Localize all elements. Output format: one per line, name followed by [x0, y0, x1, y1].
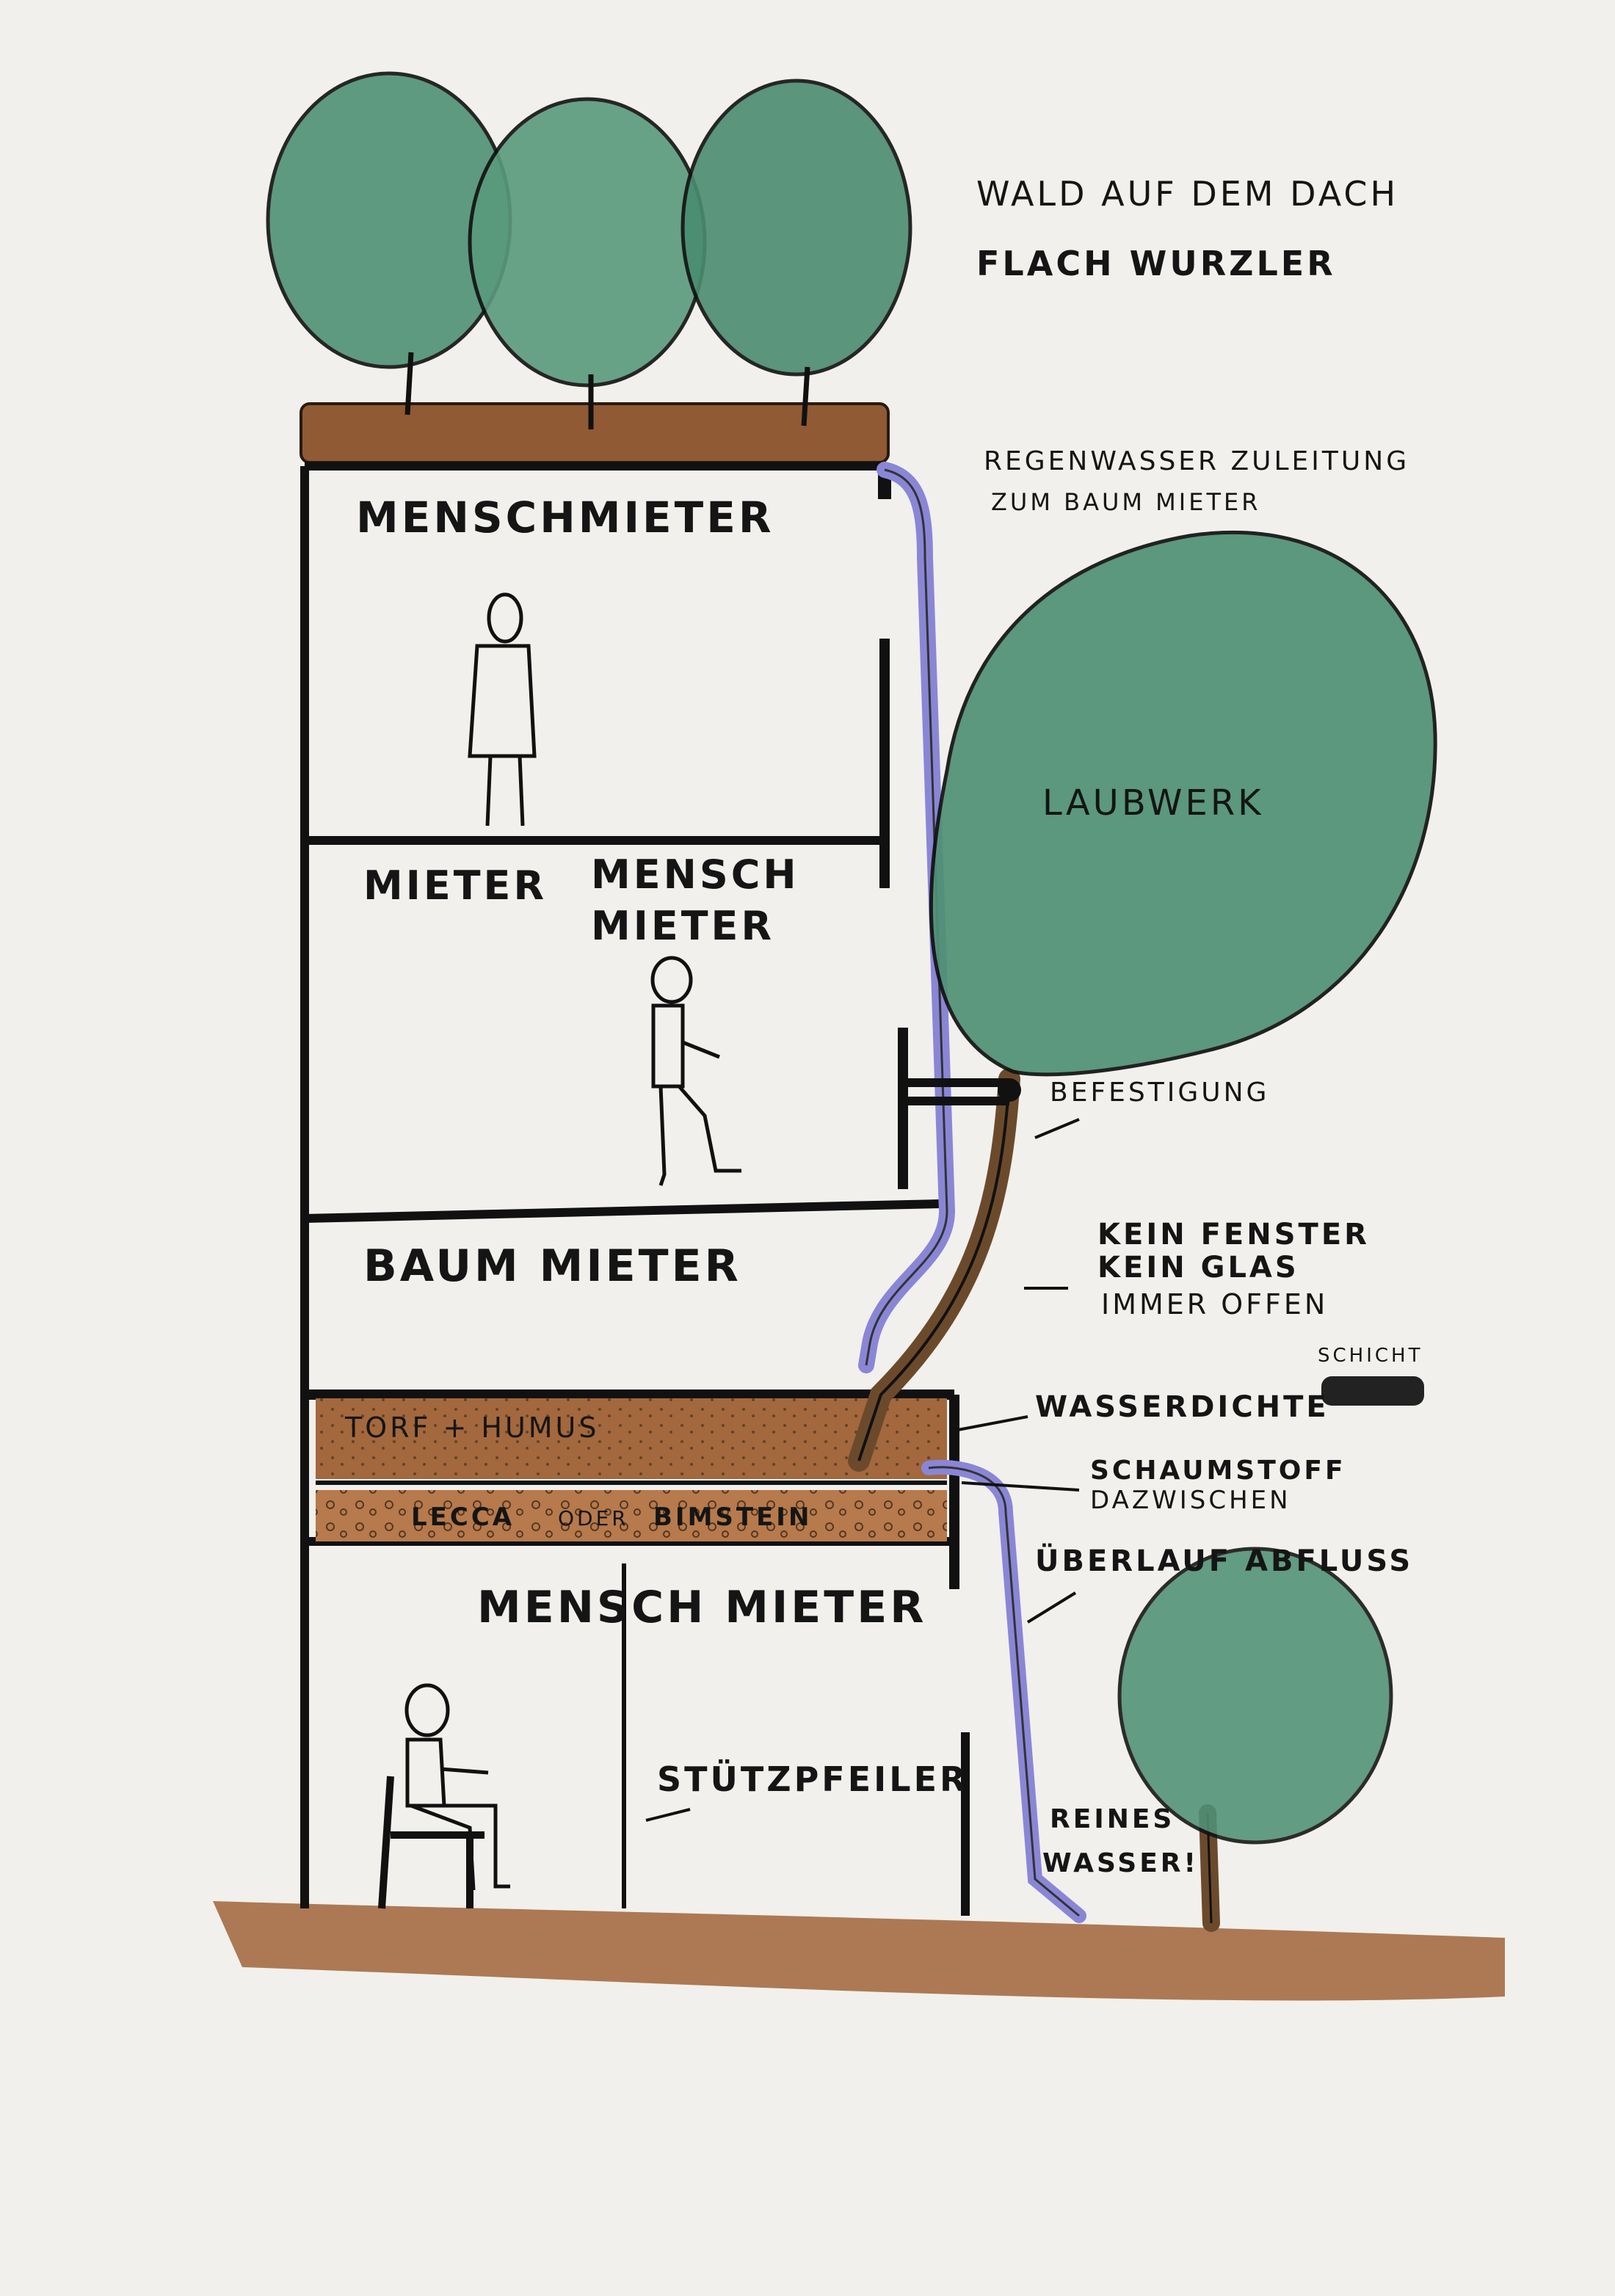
person-seated: [404, 1683, 510, 1891]
label-second-right-2: MIETER: [591, 903, 774, 949]
label-third-room: BAUM MIETER: [363, 1240, 741, 1292]
overflow-label: ÜBERLAUF ABFLUSS: [1035, 1543, 1413, 1578]
title-line2: FLACH WURZLER: [976, 244, 1336, 283]
building: [300, 462, 970, 1916]
side-tree: [848, 531, 1437, 1472]
foam-label-2: DAZWISCHEN: [1090, 1486, 1291, 1515]
clean-label-2: WASSER!: [1042, 1848, 1199, 1878]
title-line1: WALD AUF DEM DACH: [976, 174, 1398, 214]
layer-swatch: [1321, 1376, 1424, 1406]
pillar-label: STÜTZPFEILER: [657, 1759, 968, 1799]
ground: [213, 1901, 1505, 2001]
arrow-overflow: [1026, 1591, 1077, 1624]
soil-label: TORF + HUMUS: [344, 1412, 600, 1444]
chair: [378, 1776, 484, 1909]
foam-label-1: SCHAUMSTOFF: [1090, 1456, 1346, 1486]
roof-tree-middle: [468, 97, 707, 429]
arrow-foam: [961, 1481, 1080, 1492]
layer-word: SCHICHT: [1318, 1345, 1423, 1367]
label-second-left: MIETER: [363, 862, 547, 909]
roof-tree-right: [681, 79, 912, 426]
label-bottom-room: MENSCH MIETER: [477, 1582, 926, 1633]
window-label-3: IMMER OFFEN: [1101, 1288, 1328, 1320]
drainage-label-mid: ODER: [558, 1506, 629, 1530]
mount-bracket: [907, 1078, 1009, 1105]
drainage-pebbles: [316, 1490, 947, 1541]
person-standing: [468, 592, 537, 827]
rooftop-trees: [266, 71, 912, 464]
mount-label: BEFESTIGUNG: [1050, 1078, 1269, 1108]
roof-slab: [300, 402, 890, 464]
drainage-label-left: LECCA: [411, 1503, 515, 1532]
label-top-room: MENSCHMIETER: [356, 493, 774, 542]
soil-dots: [316, 1398, 947, 1479]
rain-label-2: ZUM BAUM MIETER: [991, 488, 1260, 516]
foliage: [929, 531, 1437, 1077]
label-second-right-1: MENSCH: [591, 851, 799, 898]
arrow-waterproof: [957, 1415, 1028, 1431]
ground-tree: [1117, 1547, 1393, 1932]
window-label-2: KEIN GLAS: [1097, 1251, 1299, 1285]
person-walking: [650, 956, 741, 1186]
arrow-pillar: [645, 1808, 691, 1822]
arrow-mount: [1034, 1118, 1080, 1139]
window-label-1: KEIN FENSTER: [1097, 1218, 1370, 1251]
waterproof-label: WASSERDICHTE: [1035, 1390, 1329, 1424]
clean-label-1: REINES: [1050, 1804, 1175, 1834]
rain-label-1: REGENWASSER ZULEITUNG: [984, 446, 1409, 476]
foliage-label: LAUBWERK: [1042, 782, 1264, 824]
drainage-label-right: BIMSTEIN: [653, 1503, 812, 1532]
